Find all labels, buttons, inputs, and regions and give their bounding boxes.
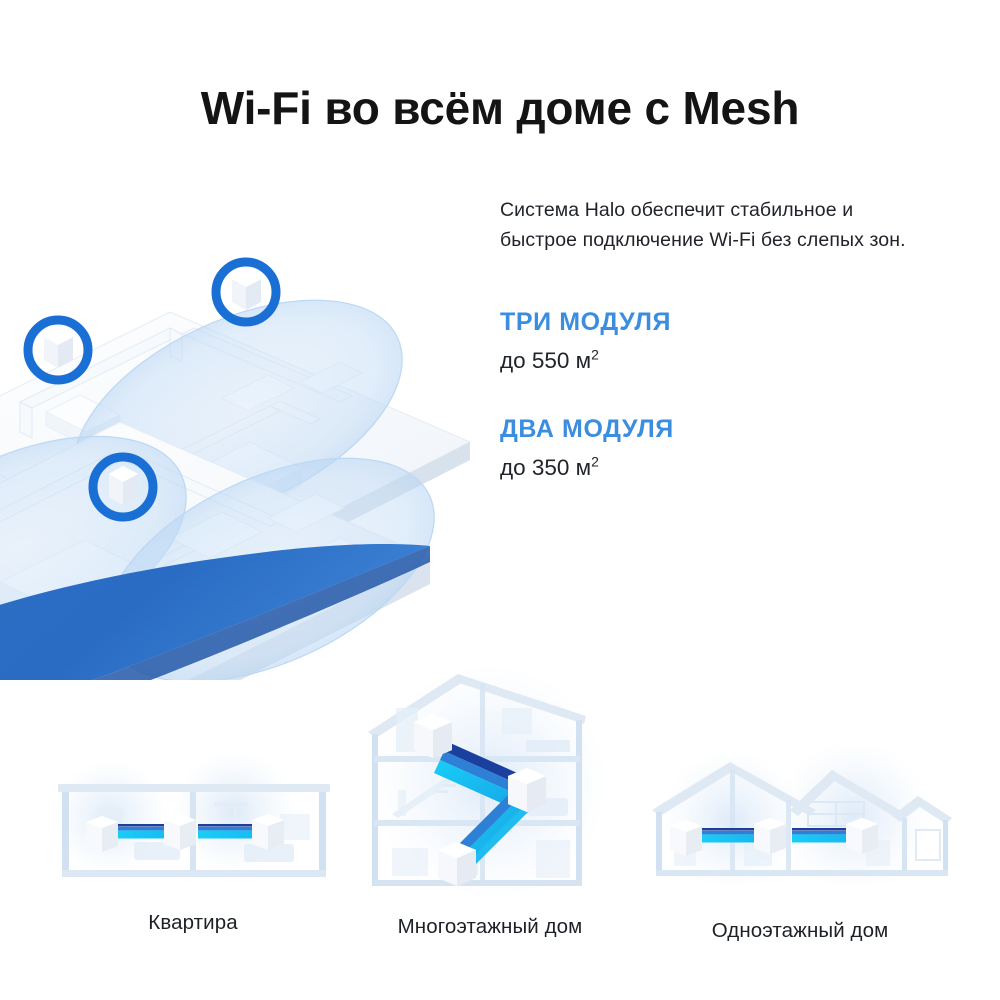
scenario-apartment: Квартира — [38, 750, 348, 935]
isometric-floorplan-svg — [0, 257, 472, 680]
spec-three-modules: ТРИ МОДУЛЯ до 550 м2 — [500, 307, 920, 374]
spec-value-superscript: 2 — [591, 346, 599, 363]
copy-column: Система Halo обеспечит стабильное и быст… — [500, 196, 920, 481]
multistory-illustration — [340, 664, 640, 901]
scenario-caption: Одноэтажный дом — [711, 919, 889, 942]
mesh-device — [846, 818, 878, 854]
mesh-beam — [792, 828, 854, 843]
scenario-row: Квартира — [0, 660, 1000, 960]
mesh-device — [86, 816, 118, 852]
spec-value: до 550 м2 — [500, 347, 920, 374]
spec-two-modules: ДВА МОДУЛЯ до 350 м2 — [500, 414, 920, 481]
mesh-beam — [434, 742, 524, 807]
mesh-device — [164, 814, 196, 850]
mesh-device — [754, 818, 786, 854]
apartment-illustration — [38, 750, 348, 891]
device-marker — [211, 257, 281, 327]
device-marker — [88, 452, 158, 522]
multistory-svg — [368, 664, 608, 900]
scenario-caption: Квартира — [148, 911, 238, 934]
mesh-device — [508, 768, 546, 812]
mesh-device — [252, 814, 284, 850]
mesh-beam — [198, 824, 266, 839]
spec-value-text: до 550 м — [500, 348, 592, 374]
device-marker — [23, 315, 93, 385]
mesh-beam — [114, 824, 180, 839]
house-structure — [652, 762, 952, 876]
spec-value-superscript: 2 — [591, 453, 599, 470]
mesh-device — [670, 820, 702, 856]
spec-heading: ДВА МОДУЛЯ — [500, 415, 674, 444]
lead-paragraph: Система Halo обеспечит стабильное и быст… — [500, 199, 906, 251]
mesh-device — [438, 842, 476, 886]
scenario-singlestory: Одноэтажный дом — [640, 740, 960, 943]
spec-value: до 350 м2 — [500, 454, 920, 481]
mesh-beam — [700, 828, 762, 843]
spec-heading: ТРИ МОДУЛЯ — [500, 308, 672, 337]
scenario-multistory: Многоэтажный дом — [340, 664, 640, 939]
blue-wave-base — [0, 544, 430, 680]
scenario-caption: Многоэтажный дом — [397, 915, 583, 938]
apartment-svg — [52, 750, 330, 877]
spec-value-text: до 350 м — [500, 455, 592, 481]
hero-illustration — [0, 150, 510, 680]
page-title: Wi-Fi во всём доме с Mesh — [200, 81, 800, 134]
mesh-beam — [457, 790, 530, 866]
singlestory-svg — [652, 740, 952, 892]
mesh-device — [414, 714, 452, 758]
singlestory-illustration — [640, 740, 960, 892]
